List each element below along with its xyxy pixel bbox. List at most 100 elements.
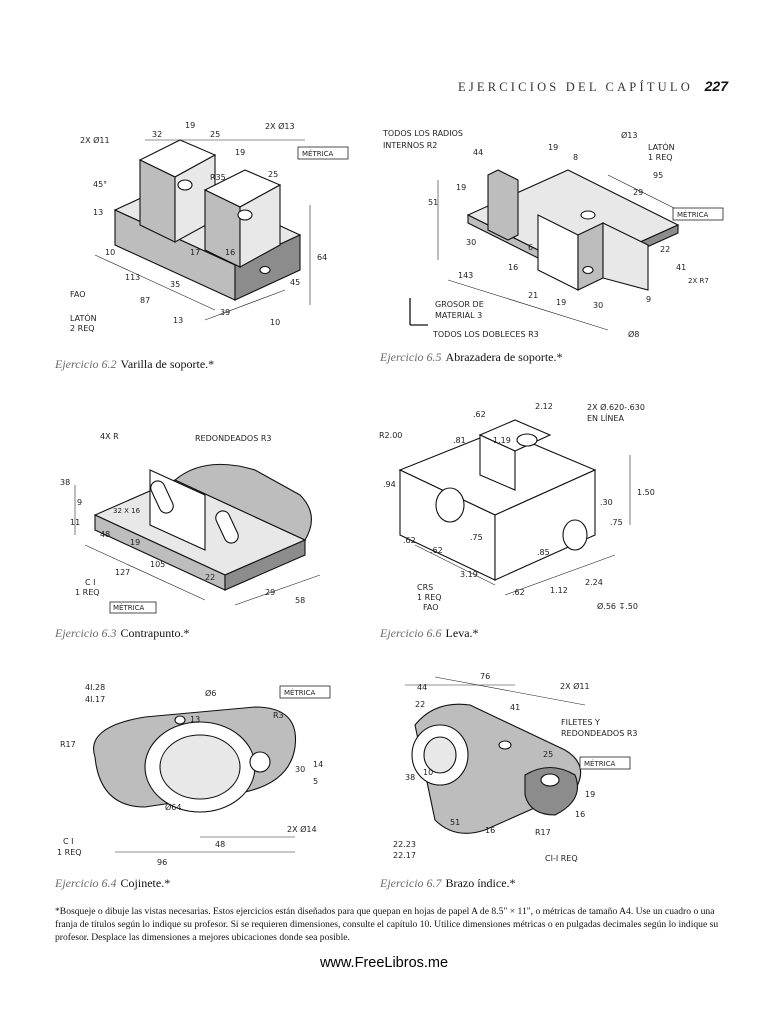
exercise-title: Abrazadera de soporte.* — [445, 350, 563, 364]
bore-label: 4I.28 — [85, 683, 105, 692]
dim-label: .62 — [403, 536, 416, 545]
metric-label: MÉTRICA — [677, 210, 709, 219]
radius-label: R17 — [535, 828, 551, 837]
holes-label: 2X Ø.620-.630 — [587, 402, 645, 412]
dim-label: 58 — [295, 596, 305, 605]
quantity-label: 2 REQ — [70, 324, 95, 333]
exercise-number: Ejercicio 6.7 — [380, 876, 442, 890]
dim-label: 113 — [125, 273, 140, 282]
dim-label: .62 — [430, 546, 443, 555]
metric-label: MÉTRICA — [284, 688, 316, 697]
note-label: C I — [85, 578, 96, 587]
exercise-title: Leva.* — [445, 626, 479, 640]
metric-label: MÉTRICA — [113, 603, 145, 612]
dim-label: 25 — [210, 130, 220, 139]
figure-6-2: 2X Ø11 2X Ø13 MÉTRICA 32 19 25 19 25 R35… — [55, 115, 355, 350]
dim-label: 127 — [115, 568, 130, 577]
radius-label: R2.00 — [379, 431, 402, 440]
dim-label: 41 — [510, 703, 520, 712]
dim-label: .62 — [473, 410, 486, 419]
dim-label: 30 — [466, 238, 476, 247]
metric-label: MÉTRICA — [584, 759, 616, 768]
dim-label: 41 — [676, 263, 686, 272]
site-watermark: www.FreeLibros.me — [319, 955, 449, 971]
dim-label: 19 — [456, 183, 466, 192]
note-label: CI-I REQ — [545, 854, 578, 863]
exercise-number: Ejercicio 6.4 — [55, 876, 117, 890]
dim-label: 22 — [660, 245, 670, 254]
rounds-label: REDONDEADOS R3 — [195, 434, 271, 443]
dim-label: 39 — [220, 308, 230, 317]
hole-label: Ø6 — [205, 688, 216, 698]
chapter-title: EJERCICIOS DEL CAPÍTULO — [458, 80, 693, 94]
dim-label: 38 — [405, 773, 415, 782]
dim-label: 48 — [215, 840, 225, 849]
bends-label: TODOS LOS DOBLECES R3 — [432, 330, 539, 339]
dim-label: 44 — [417, 683, 427, 692]
quantity-label: 1 REQ — [417, 593, 442, 602]
figure-6-3-drawing: 4X R REDONDEADOS R3 38 9 11 48 19 127 10… — [60, 432, 321, 614]
dim-label: 22 — [415, 700, 425, 709]
footnote: *Bosqueje o dibuje las vistas necesarias… — [55, 906, 719, 943]
exercise-title: Contrapunto.* — [120, 626, 190, 640]
dim-label: 10 — [270, 318, 280, 327]
dim-label: 22 — [205, 573, 215, 582]
radius-label: R35 — [210, 173, 226, 182]
figure-6-6: 2.12 .62 2X Ø.620-.630 EN LÍNEA R2.00 .8… — [375, 395, 730, 620]
dim-label: 2.12 — [535, 402, 553, 411]
note-label: TODOS LOS RADIOS — [382, 129, 463, 138]
quantity-label: 1 REQ — [57, 848, 82, 857]
holes-label: 2X Ø11 — [560, 681, 590, 691]
quantity-label: 1 REQ — [648, 153, 673, 162]
dim-label: 1.19 — [493, 436, 511, 445]
dim-label: 143 — [458, 271, 473, 280]
metric-badge — [279, 685, 331, 699]
dim-label: 19 — [548, 143, 558, 152]
running-header: EJERCICIOS DEL CAPÍTULO 227 — [458, 78, 728, 100]
holes-left-label: 2X Ø11 — [80, 135, 110, 145]
exercise-title: Brazo índice.* — [445, 876, 516, 890]
dim-label: 11 — [70, 518, 80, 527]
page-number: 227 — [704, 78, 728, 94]
dim-label: .94 — [383, 480, 396, 489]
note-label: INTERNOS R2 — [383, 141, 437, 150]
dim-label: 19 — [585, 790, 595, 799]
dim-label: 95 — [653, 171, 663, 180]
dim-label: .75 — [470, 533, 483, 542]
dim-label: 48 — [100, 530, 110, 539]
dim-label: .75 — [610, 518, 623, 527]
dim-label: 9 — [77, 498, 82, 507]
figure-6-5-drawing: TODOS LOS RADIOS INTERNOS R2 Ø13 LATÓN 1… — [382, 129, 724, 339]
holes-right-label: 2X Ø13 — [265, 121, 295, 131]
dim-label: 25 — [268, 170, 278, 179]
dim-label: 13 — [173, 316, 183, 325]
dim-label: 76 — [480, 672, 490, 681]
material-label: LATÓN — [70, 312, 97, 323]
dim-label: 19 — [556, 298, 566, 307]
dim-label: 5 — [313, 777, 318, 786]
dim-label: 17 — [190, 248, 200, 257]
dim-label: 64 — [317, 253, 327, 262]
dim-label: 105 — [150, 560, 165, 569]
dim-label: 35 — [170, 280, 180, 289]
hole-label: Ø13 — [621, 130, 637, 140]
thickness-label: MATERIAL 3 — [435, 311, 482, 320]
figure-6-2-drawing: 2X Ø11 2X Ø13 MÉTRICA 32 19 25 19 25 R35… — [70, 121, 349, 333]
holes-label: 2X Ø14 — [287, 824, 317, 834]
note-label: FAO — [70, 290, 86, 299]
bore-label: 4I.17 — [85, 695, 105, 704]
dim-label: 3.19 — [460, 570, 478, 579]
exercise-number: Ejercicio 6.5 — [380, 350, 442, 364]
dim-label: 13 — [93, 208, 103, 217]
dim-label: 14 — [313, 760, 323, 769]
dim-label: 32 — [152, 130, 162, 139]
dim-label: 16 — [485, 826, 495, 835]
dim-label: 1.12 — [550, 586, 568, 595]
dim-label: 51 — [428, 198, 438, 207]
material-label: LATÓN — [648, 141, 675, 152]
dim-label: .85 — [537, 548, 550, 557]
thickness-label: GROSOR DE — [435, 300, 484, 309]
metric-label: MÉTRICA — [302, 149, 334, 158]
dim-label: 38 — [60, 478, 70, 487]
